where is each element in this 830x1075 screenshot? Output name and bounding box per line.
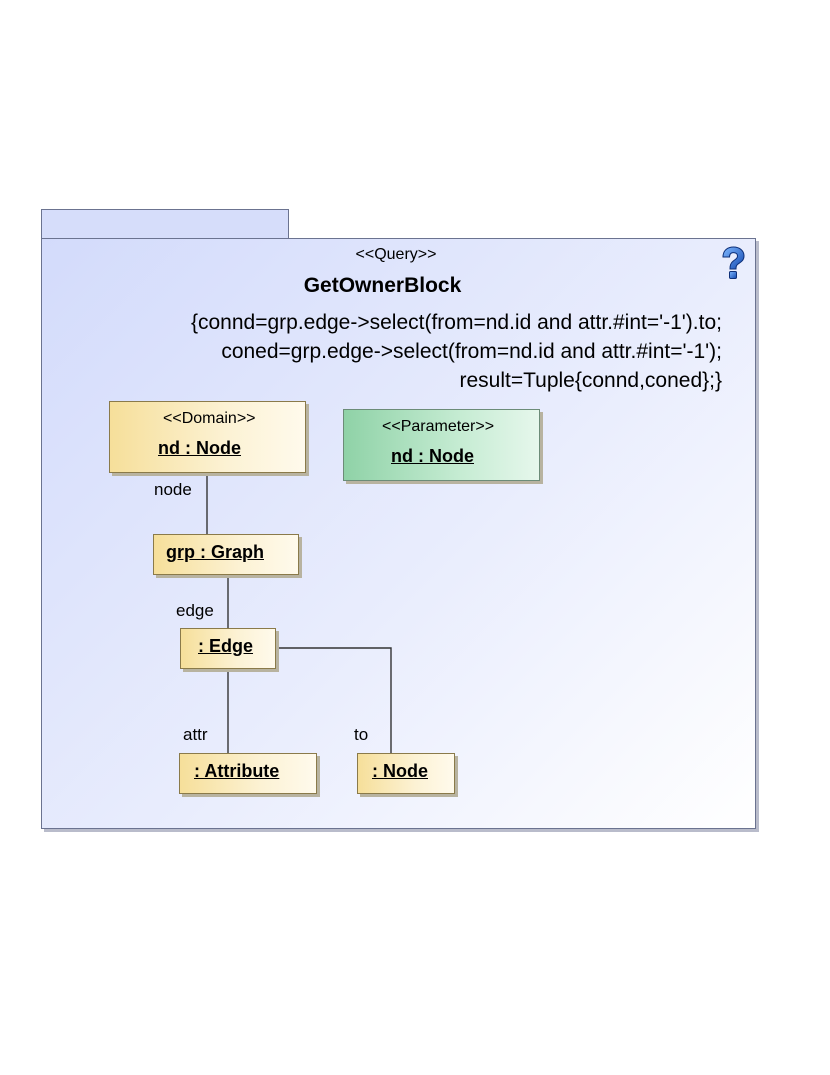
query-frame xyxy=(41,238,756,829)
link-label-to: to xyxy=(354,725,369,744)
link-label-edge: edge xyxy=(176,601,214,620)
domain-object-box[interactable]: <<Domain>> nd : Node xyxy=(109,401,306,473)
parameter-name: nd : Node xyxy=(391,446,474,466)
node-name: : Node xyxy=(372,761,428,781)
constraint-line-1: {connd=grp.edge->select(from=nd.id and a… xyxy=(190,311,722,334)
constraint-line-2: coned=grp.edge->select(from=nd.id and at… xyxy=(221,340,722,363)
attribute-name: : Attribute xyxy=(194,761,280,781)
node-object-box[interactable]: : Node xyxy=(357,753,455,794)
domain-name: nd : Node xyxy=(158,438,241,458)
constraint-line-3: result=Tuple{connd,coned};} xyxy=(459,369,722,392)
graph-name: grp : Graph xyxy=(166,542,264,562)
query-name: GetOwnerBlock xyxy=(303,274,462,297)
domain-stereotype: <<Domain>> xyxy=(163,410,256,427)
link-label-node: node xyxy=(154,480,192,499)
parameter-object-box[interactable]: <<Parameter>> nd : Node xyxy=(343,409,540,481)
query-stereotype: <<Query>> xyxy=(355,246,437,263)
edge-name: : Edge xyxy=(198,636,254,656)
attribute-object-box[interactable]: : Attribute xyxy=(179,753,317,794)
link-edge-node xyxy=(276,647,392,753)
link-label-attr: attr xyxy=(183,725,208,744)
parameter-stereotype: <<Parameter>> xyxy=(382,418,495,435)
edge-object-box[interactable]: : Edge xyxy=(180,628,276,669)
question-mark-icon[interactable] xyxy=(719,246,747,280)
graph-object-box[interactable]: grp : Graph xyxy=(153,534,299,575)
